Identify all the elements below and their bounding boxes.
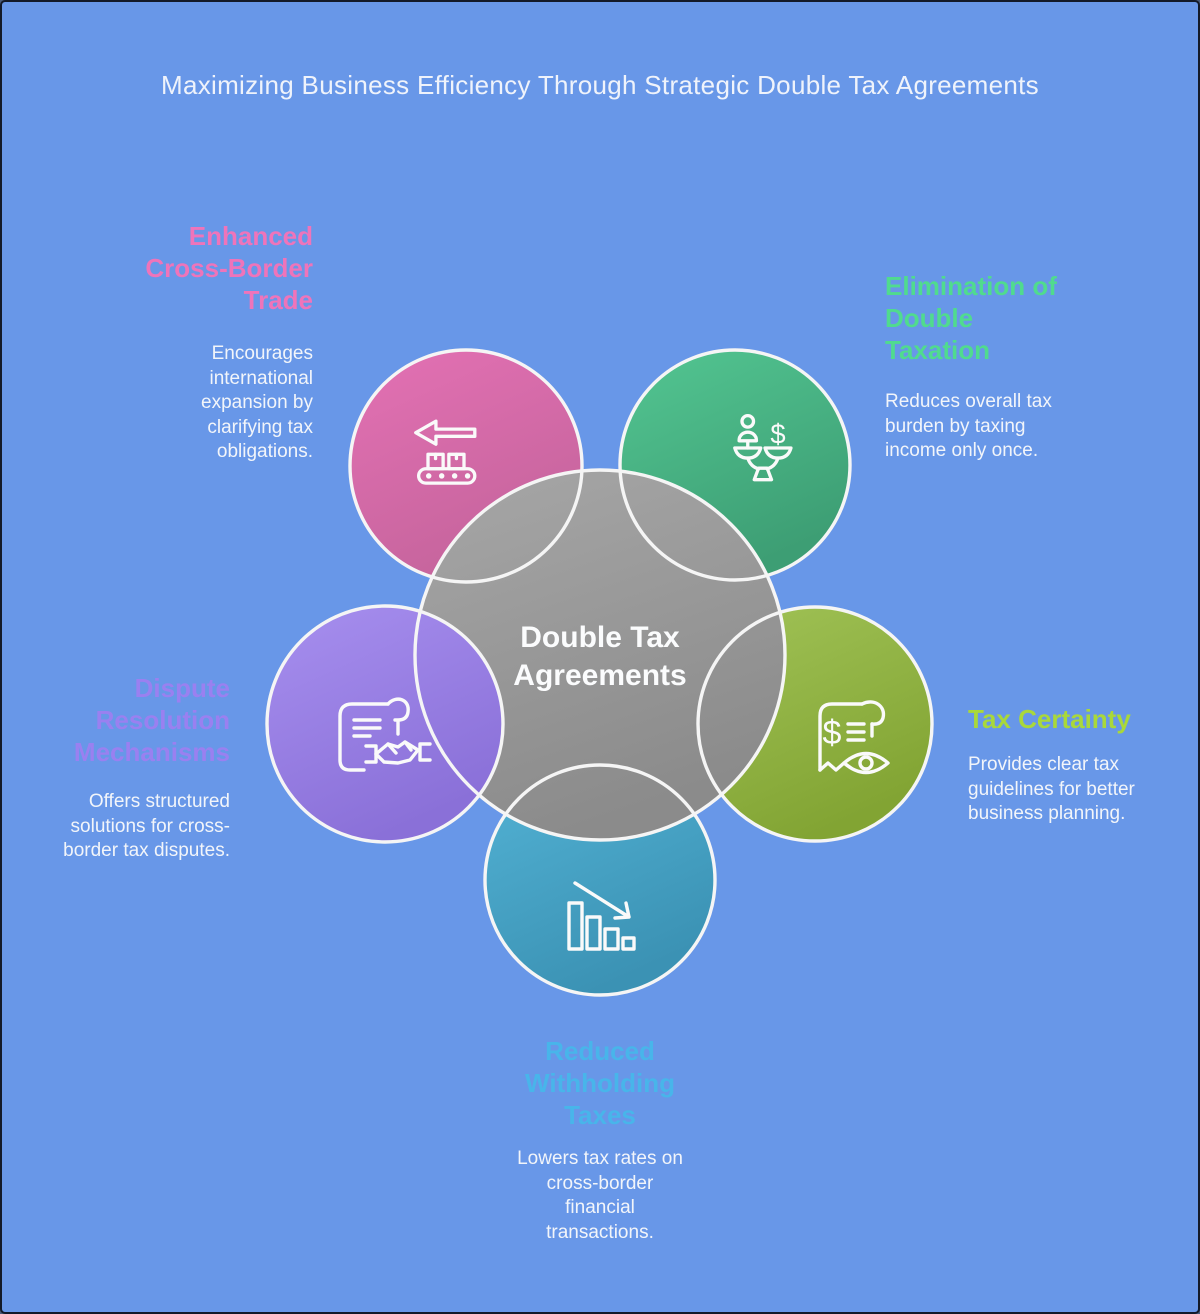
node-elimination-of-double-taxation: Elimination of Double Taxation Reduces o… [885,270,1057,464]
node-description: Reduces overall tax burden by taxing inc… [885,391,1052,461]
balance-scale-icon: $ [733,413,793,482]
node-description: Provides clear tax guidelines for better… [968,754,1135,824]
node-dispute-resolution-mechanisms: Dispute Resolution Mechanisms Offers str… [63,672,230,864]
trade-circle-ring [348,348,584,584]
node-enhanced-cross-border-trade: Enhanced Cross-Border Trade Encourages i… [145,220,313,465]
node-description: Lowers tax rates on cross-border financi… [517,1148,683,1243]
node-heading: Enhanced Cross-Border Trade [145,221,313,315]
node-heading: Elimination of Double Taxation [885,271,1057,365]
tax-certainty-circle-ring [696,605,934,843]
elimination-circle-ring [618,348,852,582]
contract-handshake-icon [338,697,432,772]
node-heading: Dispute Resolution Mechanisms [73,673,230,767]
center-circle-label: Double Tax Agreements [513,621,687,692]
circle-rings [265,348,934,997]
dispute-circle [267,606,503,842]
node-heading: Reduced Withholding Taxes [525,1036,675,1130]
receipt-review-icon: $ [818,700,890,775]
page-title: Maximizing Business Efficiency Through S… [161,70,1039,100]
node-reduced-withholding-taxes: Reduced Withholding Taxes Lowers tax rat… [390,1035,810,1245]
dollar-glyph: $ [770,419,785,450]
node-tax-certainty: Tax Certainty Provides clear tax guideli… [968,703,1135,827]
center-circle-ring [413,468,787,842]
node-heading: Tax Certainty [968,704,1131,734]
node-description: Offers structured solutions for cross- b… [63,791,230,861]
dispute-circle-ring [265,604,505,844]
withholding-circle-ring [483,763,717,997]
dollar-glyph: $ [823,714,842,752]
node-description: Encourages international expansion by cl… [201,343,313,462]
declining-bar-chart-icon [567,881,636,951]
conveyor-export-icon [414,419,477,485]
center-circle [415,470,785,840]
